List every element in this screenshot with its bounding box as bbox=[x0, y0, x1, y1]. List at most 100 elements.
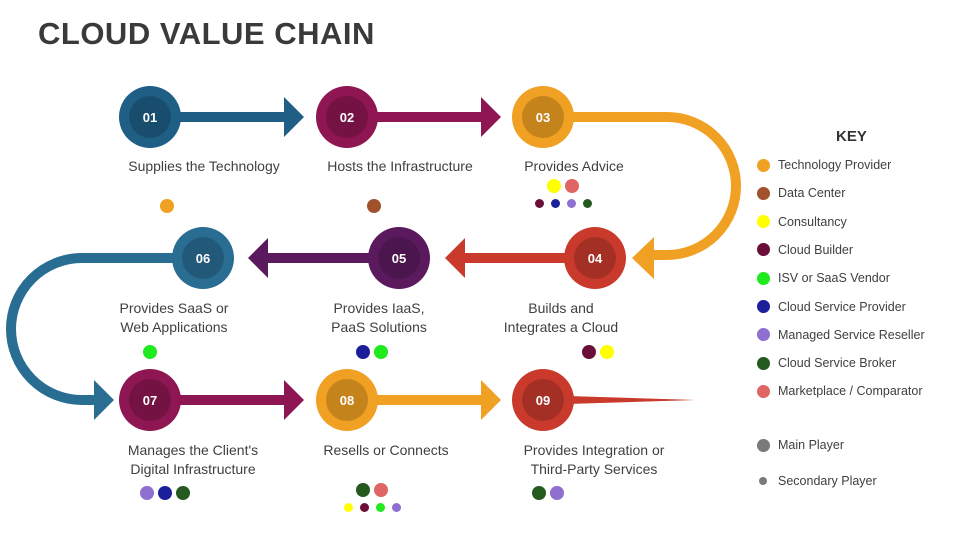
key-item-main-player: Main Player bbox=[757, 436, 844, 454]
step-node-01: 01 bbox=[119, 86, 181, 148]
connector-04-05 bbox=[445, 238, 573, 278]
key-item-data-center: Data Center bbox=[757, 184, 845, 202]
key-item-isv-saas-vendor: ISV or SaaS Vendor bbox=[757, 269, 890, 287]
key-item-secondary-player: Secondary Player bbox=[757, 472, 877, 490]
main-player-dot-isv-saas-vendor bbox=[374, 345, 388, 359]
main-player-dot-marketplace-comparator bbox=[565, 179, 579, 193]
key-item-technology-provider: Technology Provider bbox=[757, 156, 891, 174]
key-swatch bbox=[757, 384, 770, 398]
main-player-dot-cloud-service-broker bbox=[176, 486, 190, 500]
page-title: CLOUD VALUE CHAIN bbox=[38, 16, 375, 51]
step-number-08: 08 bbox=[340, 393, 354, 408]
main-player-dot-data-center bbox=[367, 199, 381, 213]
key-label: Secondary Player bbox=[778, 474, 877, 488]
secondary-player-dot-cloud-service-provider bbox=[550, 198, 560, 208]
main-player-dot-marketplace-comparator bbox=[374, 483, 388, 497]
key-item-cloud-service-provider: Cloud Service Provider bbox=[757, 298, 906, 316]
step-node-04: 04 bbox=[564, 227, 626, 289]
main-player-dot-isv-saas-vendor bbox=[143, 345, 157, 359]
main-player-dot-cloud-service-broker bbox=[532, 486, 546, 500]
connector-08-09 bbox=[373, 380, 501, 420]
step-label-line: Provides IaaS, bbox=[333, 300, 425, 316]
step-label-02: Hosts the Infrastructure bbox=[300, 157, 500, 176]
key-label: Data Center bbox=[778, 186, 846, 201]
step-label-line: Builds and bbox=[528, 300, 594, 316]
key-item-marketplace-comparator: Marketplace / Comparator bbox=[757, 382, 923, 400]
step-label-line: Manages the Client's bbox=[127, 442, 259, 458]
step-label-line: Web Applications bbox=[120, 319, 228, 335]
step-label-line: Hosts the Infrastructure bbox=[327, 158, 473, 174]
step-node-05: 05 bbox=[368, 227, 430, 289]
step-number-09: 09 bbox=[536, 393, 550, 408]
main-player-dot-managed-service-reseller bbox=[550, 486, 564, 500]
step-label-line: Integrates a Cloud bbox=[503, 319, 619, 335]
key-item-cloud-builder: Cloud Builder bbox=[757, 241, 853, 259]
main-player-dot-managed-service-reseller bbox=[140, 486, 154, 500]
main-player-dot-cloud-service-broker bbox=[356, 483, 370, 497]
step-label-06: Provides SaaS or Web Applications bbox=[74, 299, 274, 337]
main-player-dot-consultancy bbox=[600, 345, 614, 359]
step-label-line: Third-Party Services bbox=[530, 461, 658, 477]
step-node-03: 03 bbox=[512, 86, 574, 148]
main-player-dot-consultancy bbox=[547, 179, 561, 193]
key-item-managed-service-reseller: Managed Service Reseller bbox=[757, 326, 925, 344]
step-number-01: 01 bbox=[143, 110, 157, 125]
key-swatch bbox=[757, 271, 770, 285]
step-node-08: 08 bbox=[316, 369, 378, 431]
step-label-line: Digital Infrastructure bbox=[130, 461, 256, 477]
connector-01-02 bbox=[176, 97, 304, 137]
step-label-line: Provides SaaS or bbox=[119, 300, 229, 316]
step-label-01: Supplies the Technology bbox=[104, 157, 304, 176]
step-label-03: Provides Advice bbox=[474, 157, 674, 176]
main-player-dot-cloud-service-provider bbox=[158, 486, 172, 500]
key-label: Cloud Service Broker bbox=[778, 356, 897, 371]
key-item-cloud-service-broker: Cloud Service Broker bbox=[757, 354, 896, 372]
key-swatch bbox=[757, 243, 770, 257]
step-node-09: 09 bbox=[512, 369, 574, 431]
step-node-02: 02 bbox=[316, 86, 378, 148]
secondary-player-dot-isv-saas-vendor bbox=[375, 502, 385, 512]
key-swatch bbox=[757, 158, 770, 172]
key-label: Technology Provider bbox=[778, 158, 892, 172]
step-label-05: Provides IaaS, PaaS Solutions bbox=[279, 299, 479, 337]
secondary-player-dot-cloud-builder bbox=[534, 198, 544, 208]
key-label: Managed Service Reseller bbox=[778, 327, 925, 342]
key-label: Main Player bbox=[778, 438, 844, 452]
step-number-04: 04 bbox=[588, 251, 603, 266]
main-player-dot-cloud-builder bbox=[582, 345, 596, 359]
step-label-line: Supplies the Technology bbox=[128, 158, 280, 174]
step-node-06: 06 bbox=[172, 227, 234, 289]
main-player-dot-cloud-service-provider bbox=[356, 345, 370, 359]
key-label: Cloud Builder bbox=[778, 242, 854, 257]
key-label: Consultancy bbox=[778, 214, 847, 229]
key-size-swatch bbox=[757, 438, 770, 452]
step-label-line: Provides Advice bbox=[524, 158, 624, 174]
key-title: KEY bbox=[836, 128, 867, 145]
secondary-player-dot-cloud-service-broker bbox=[582, 198, 592, 208]
step-label-08: Resells or Connects bbox=[286, 441, 486, 460]
key-size-swatch bbox=[759, 477, 767, 485]
secondary-player-dot-consultancy bbox=[343, 502, 353, 512]
step-number-07: 07 bbox=[143, 393, 157, 408]
key-label: Marketplace / Comparator bbox=[778, 384, 923, 399]
step-label-line: Resells or Connects bbox=[323, 442, 449, 458]
secondary-player-dot-managed-service-reseller bbox=[566, 198, 576, 208]
step-number-02: 02 bbox=[340, 110, 354, 125]
key-swatch bbox=[757, 328, 770, 342]
step-node-07: 07 bbox=[119, 369, 181, 431]
step-label-line: Provides Integration or bbox=[523, 442, 665, 458]
key-label: ISV or SaaS Vendor bbox=[778, 271, 890, 286]
step-label-line: PaaS Solutions bbox=[331, 319, 427, 335]
secondary-player-dot-cloud-builder bbox=[359, 502, 369, 512]
connector-02-03 bbox=[373, 97, 501, 137]
tail-09 bbox=[560, 394, 696, 406]
step-number-03: 03 bbox=[536, 110, 550, 125]
main-player-dot-technology-provider bbox=[160, 199, 174, 213]
key-swatch bbox=[757, 300, 770, 313]
key-swatch bbox=[757, 186, 770, 200]
connector-03-04 bbox=[570, 112, 741, 279]
step-number-06: 06 bbox=[196, 251, 210, 266]
secondary-player-dot-managed-service-reseller bbox=[391, 502, 401, 512]
